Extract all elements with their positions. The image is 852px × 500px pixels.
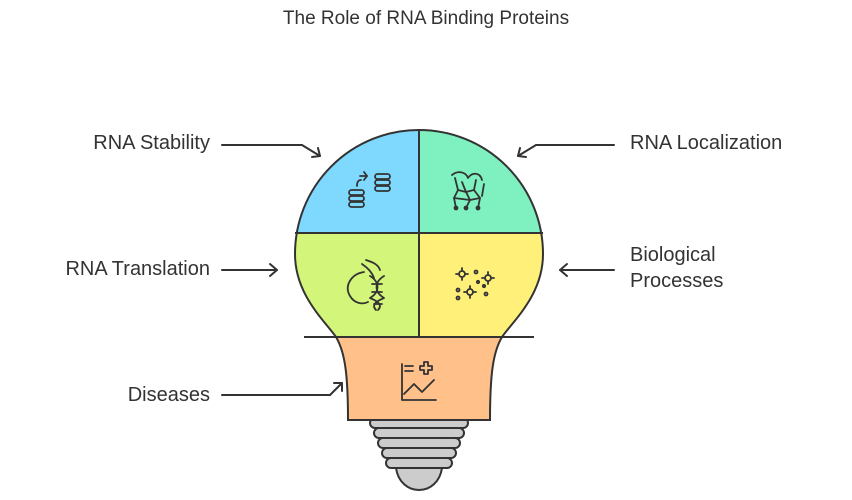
label-biological-processes: Biological Processes [630, 242, 830, 294]
database-sync-icon [348, 171, 391, 208]
label-diseases: Diseases [127, 384, 210, 406]
arrow-diseases [221, 382, 343, 396]
segment-diseases [295, 337, 543, 420]
arrow-translation [221, 263, 278, 277]
arrow-biological [559, 263, 615, 277]
arrow-localization [517, 144, 615, 158]
arrow-stability [221, 144, 321, 158]
label-biological-line-2: Processes [630, 270, 724, 292]
label-rna-translation: RNA Translation [65, 258, 210, 280]
network-icon [451, 171, 485, 211]
bulb-outline [293, 128, 545, 421]
bulb-base [369, 417, 469, 492]
label-rna-stability: RNA Stability [93, 132, 210, 154]
medical-chart-icon [401, 361, 437, 401]
label-rna-localization: RNA Localization [630, 132, 783, 154]
diagram-title: The Role of RNA Binding Proteins [282, 8, 570, 29]
particles-icon [455, 267, 495, 301]
dna-plant-icon [346, 259, 385, 311]
label-biological-line-1: Biological [630, 244, 716, 266]
